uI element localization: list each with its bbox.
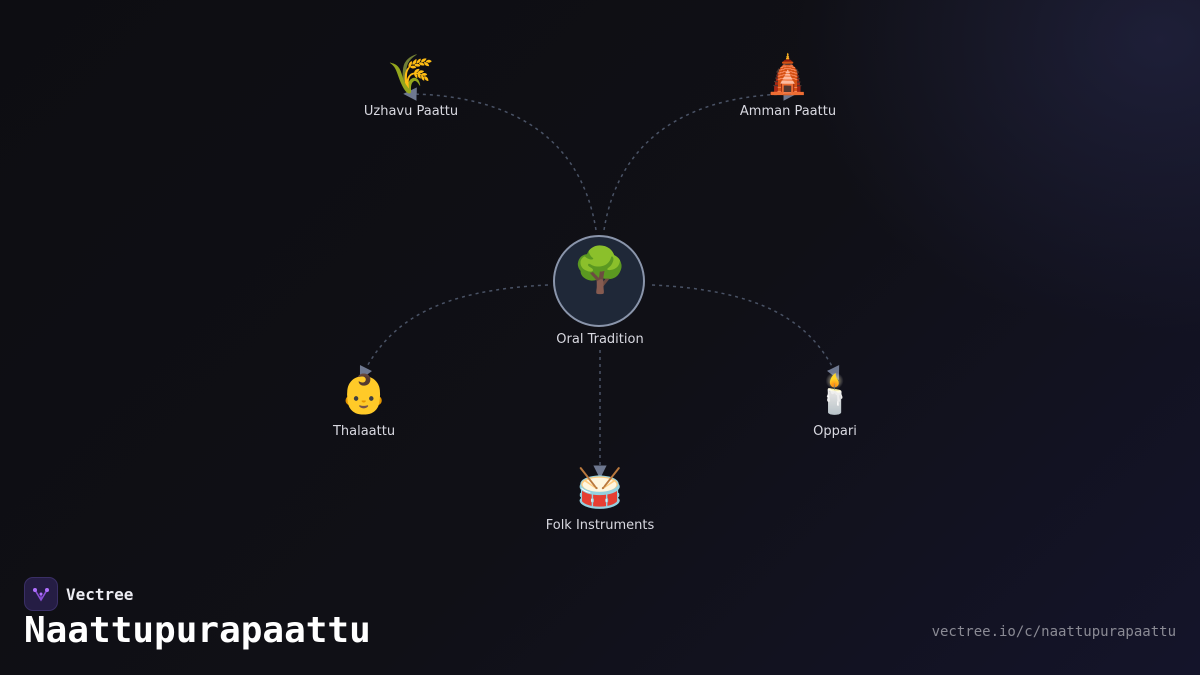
temple-icon: 🛕	[764, 52, 812, 96]
rice-sheaf-icon: 🌾	[387, 52, 435, 96]
edge-oppari	[651, 284, 840, 381]
drum-icon: 🥁	[576, 466, 624, 510]
node-folk-instruments[interactable]: 🥁 Folk Instruments	[546, 466, 655, 533]
page-title: Naattupurapaattu	[24, 610, 371, 651]
node-label: Oppari	[813, 424, 857, 439]
brand[interactable]: Vectree	[24, 577, 133, 611]
node-uzhavu-paattu[interactable]: 🌾 Uzhavu Paattu	[364, 52, 458, 119]
baby-icon: 👶	[340, 372, 388, 416]
center-node-label: Oral Tradition	[556, 332, 644, 347]
brand-name: Vectree	[66, 584, 134, 604]
node-thalaattu[interactable]: 👶 Thalaattu	[333, 372, 395, 439]
node-oppari[interactable]: 🕯️ Oppari	[811, 372, 858, 439]
page-url[interactable]: vectree.io/c/naattupurapaattu	[931, 624, 1176, 640]
node-amman-paattu[interactable]: 🛕 Amman Paattu	[740, 52, 836, 119]
edge-uzhavu-paattu	[403, 87, 597, 231]
edge-amman-paattu	[603, 87, 797, 231]
node-label: Folk Instruments	[545, 518, 655, 533]
node-label: Uzhavu Paattu	[363, 104, 459, 119]
node-label: Amman Paattu	[739, 104, 837, 119]
node-label: Thalaattu	[332, 424, 396, 439]
vectree-logo-icon	[24, 577, 58, 611]
candle-icon: 🕯️	[811, 372, 859, 416]
tree-icon: 🌳	[572, 245, 628, 296]
center-node-circle[interactable]	[553, 235, 645, 327]
edge-thalaattu	[359, 284, 549, 381]
